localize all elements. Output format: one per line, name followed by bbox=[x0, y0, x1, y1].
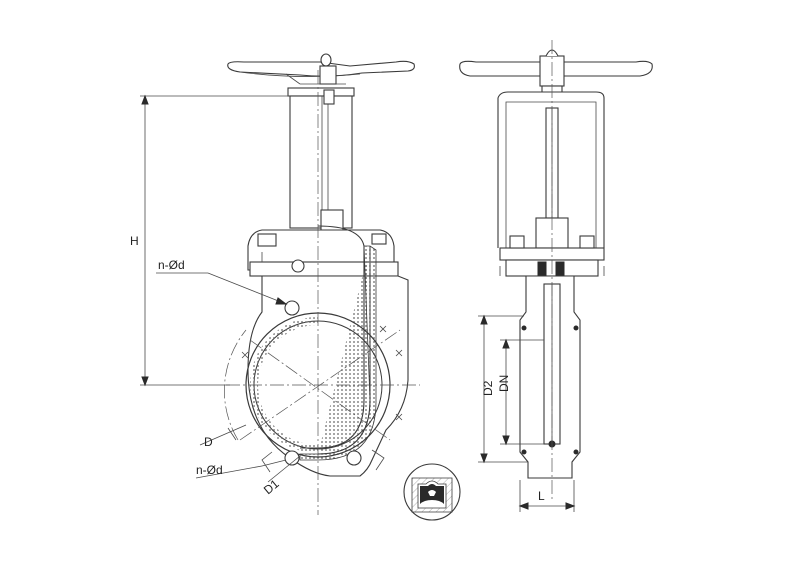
side-body bbox=[519, 275, 581, 479]
label-d: D bbox=[204, 435, 213, 449]
label-h: H bbox=[130, 234, 139, 248]
side-view: D2 DN L bbox=[459, 40, 653, 512]
dim-dn: DN bbox=[497, 338, 544, 446]
label-n-od-upper: n-Ød bbox=[158, 258, 185, 272]
front-handwheel bbox=[227, 53, 415, 85]
front-body bbox=[245, 225, 409, 477]
front-view: H n-Ød D n-Ød D1 bbox=[130, 53, 420, 515]
label-dn: DN bbox=[497, 375, 511, 392]
label-d2: D2 bbox=[481, 380, 495, 396]
dim-d2: D2 bbox=[478, 314, 528, 464]
label-l: L bbox=[538, 489, 545, 503]
dim-h: H bbox=[130, 94, 290, 387]
dim-l: L bbox=[518, 480, 576, 512]
seal-detail bbox=[403, 463, 461, 521]
dim-n-od-upper: n-Ød bbox=[156, 258, 288, 305]
label-d1: D1 bbox=[261, 476, 282, 497]
front-centerlines bbox=[224, 70, 420, 515]
front-bonnet bbox=[247, 229, 399, 277]
side-yoke bbox=[497, 91, 605, 249]
label-n-od-lower: n-Ød bbox=[196, 463, 223, 477]
front-yoke bbox=[287, 87, 355, 241]
